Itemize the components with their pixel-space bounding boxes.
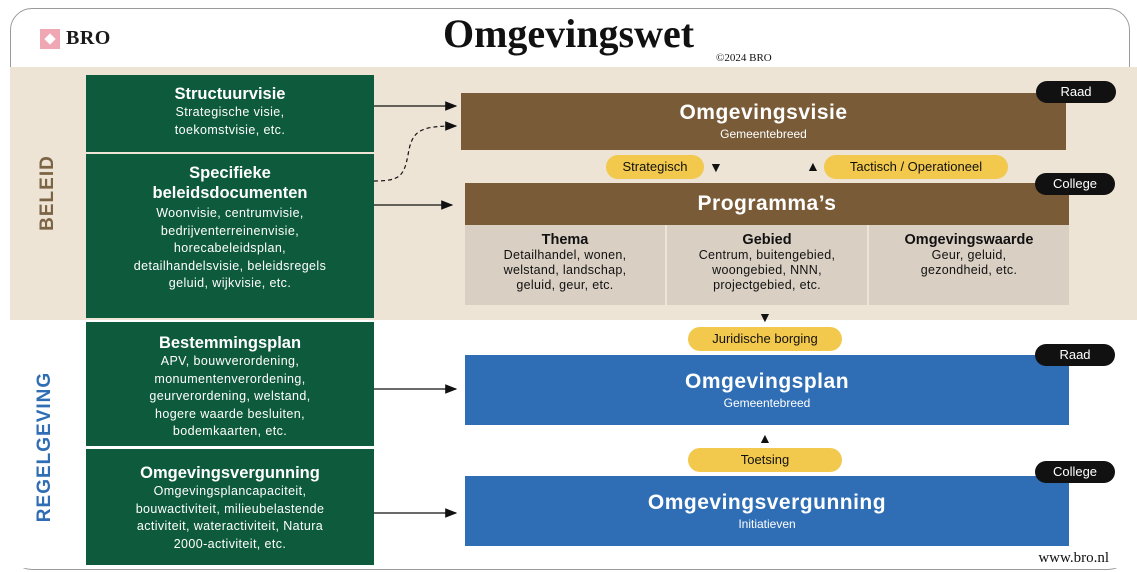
pill-juridische-borging: Juridische borging bbox=[688, 327, 842, 351]
omgevingsplan-subtitle: Gemeentebreed bbox=[723, 396, 811, 410]
pill-toetsing: Toetsing bbox=[688, 448, 842, 472]
col-title: Gebied bbox=[742, 232, 792, 248]
bro-logo-icon bbox=[40, 28, 60, 49]
box-line: bodemkaarten, etc. bbox=[172, 424, 288, 438]
bestemmingsplan-box: Bestemmingsplan APV, bouwverordening, mo… bbox=[86, 322, 374, 446]
pill-tactisch: Tactisch / Operationeel bbox=[824, 155, 1008, 179]
arrow-up-icon: ▲ bbox=[806, 158, 820, 174]
box-line: toekomstvisie, etc. bbox=[174, 122, 286, 137]
col-line: gezondheid, etc. bbox=[920, 263, 1018, 277]
beleidsdocumenten-box: Specifieke beleidsdocumenten Woonvisie, … bbox=[86, 154, 374, 318]
omgevingsvisie-title: Omgevingsvisie bbox=[679, 101, 848, 124]
programmas-title: Programma’s bbox=[697, 192, 837, 215]
box-title: Structuurvisie bbox=[174, 85, 286, 103]
arrow-dashed-beleidsdocumenten bbox=[373, 121, 458, 182]
programma-col-gebied: Gebied Centrum, buitengebied, woongebied… bbox=[667, 225, 867, 305]
col-line: geluid, geur, etc. bbox=[516, 278, 614, 292]
box-line: detailhandelsvisie, beleidsregels bbox=[133, 258, 327, 273]
omgevingsvergunning-title: Omgevingsvergunning bbox=[647, 491, 887, 514]
programma-col-thema: Thema Detailhandel, wonen, welstand, lan… bbox=[465, 225, 665, 305]
col-line: Detailhandel, wonen, bbox=[503, 248, 627, 262]
box-line: bouwactiviteit, milieubelastende bbox=[135, 501, 325, 516]
arrow-up-icon: ▲ bbox=[758, 430, 772, 446]
omgevingsvisie-subtitle: Gemeentebreed bbox=[720, 127, 807, 141]
box-title: Omgevingsvergunning bbox=[140, 464, 320, 482]
box-line: bedrijventerreinenvisie, bbox=[160, 223, 300, 238]
box-line: monumentenverordening, bbox=[154, 371, 306, 386]
badge-college-vergunning: College bbox=[1035, 461, 1115, 483]
box-title: Bestemmingsplan bbox=[158, 334, 302, 352]
box-line: Strategische visie, bbox=[175, 105, 285, 119]
page-title: Omgevingswet bbox=[442, 11, 695, 56]
pill-strategisch: Strategisch bbox=[606, 155, 704, 179]
box-line: hogere waarde besluiten, bbox=[155, 406, 305, 421]
omgevingsplan-title: Omgevingsplan bbox=[684, 370, 850, 393]
box-title: Specifieke beleidsdocumenten bbox=[152, 164, 308, 202]
col-line: Centrum, buitengebied, bbox=[698, 248, 836, 262]
col-title: Omgevingswaarde bbox=[904, 232, 1034, 248]
programma-col-omgevingswaarde: Omgevingswaarde Geur, geluid, gezondheid… bbox=[869, 225, 1069, 305]
badge-raad-visie: Raad bbox=[1036, 81, 1116, 103]
footer-url[interactable]: www.bro.nl bbox=[1038, 550, 1109, 566]
col-line: projectgebied, etc. bbox=[713, 278, 821, 292]
omgevingsplan-box: Omgevingsplan Gemeentebreed bbox=[465, 355, 1069, 425]
col-line: woongebied, NNN, bbox=[712, 263, 822, 277]
bro-logo: BRO bbox=[40, 27, 111, 50]
copyright: ©2024 BRO bbox=[716, 52, 772, 64]
badge-raad-plan: Raad bbox=[1035, 344, 1115, 366]
box-line: geluid, wijkvisie, etc. bbox=[168, 276, 292, 290]
structuurvisie-box: Structuurvisie Strategische visie, toeko… bbox=[86, 75, 374, 152]
omgevingsvergunning-left-box: Omgevingsvergunning Omgevingsplancapacit… bbox=[86, 449, 374, 565]
programmas-box: Programma’s bbox=[465, 183, 1069, 225]
arrow-down-icon: ▼ bbox=[758, 309, 772, 325]
box-line: Woonvisie, centrumvisie, bbox=[156, 206, 304, 220]
box-line: geurverordening, welstand, bbox=[149, 389, 311, 403]
programmas-columns: Thema Detailhandel, wonen, welstand, lan… bbox=[465, 225, 1069, 305]
box-line: activiteit, wateractiviteit, Natura bbox=[136, 519, 324, 533]
box-line: 2000-activiteit, etc. bbox=[173, 536, 287, 551]
bro-logo-text: BRO bbox=[66, 27, 111, 49]
box-line: horecabeleidsplan, bbox=[173, 241, 287, 255]
col-line: welstand, landschap, bbox=[503, 263, 627, 277]
omgevingsvisie-box: Omgevingsvisie Gemeentebreed bbox=[461, 93, 1066, 150]
col-line: Geur, geluid, bbox=[931, 248, 1007, 262]
col-title: Thema bbox=[541, 232, 589, 248]
badge-college-programmas: College bbox=[1035, 173, 1115, 195]
omgevingsvergunning-subtitle: Initiatieven bbox=[738, 517, 796, 531]
box-line: Omgevingsplancapaciteit, bbox=[153, 484, 307, 498]
omgevingsvergunning-box: Omgevingsvergunning Initiatieven bbox=[465, 476, 1069, 546]
arrow-down-icon: ▼ bbox=[709, 159, 723, 175]
box-line: APV, bouwverordening, bbox=[160, 354, 300, 368]
